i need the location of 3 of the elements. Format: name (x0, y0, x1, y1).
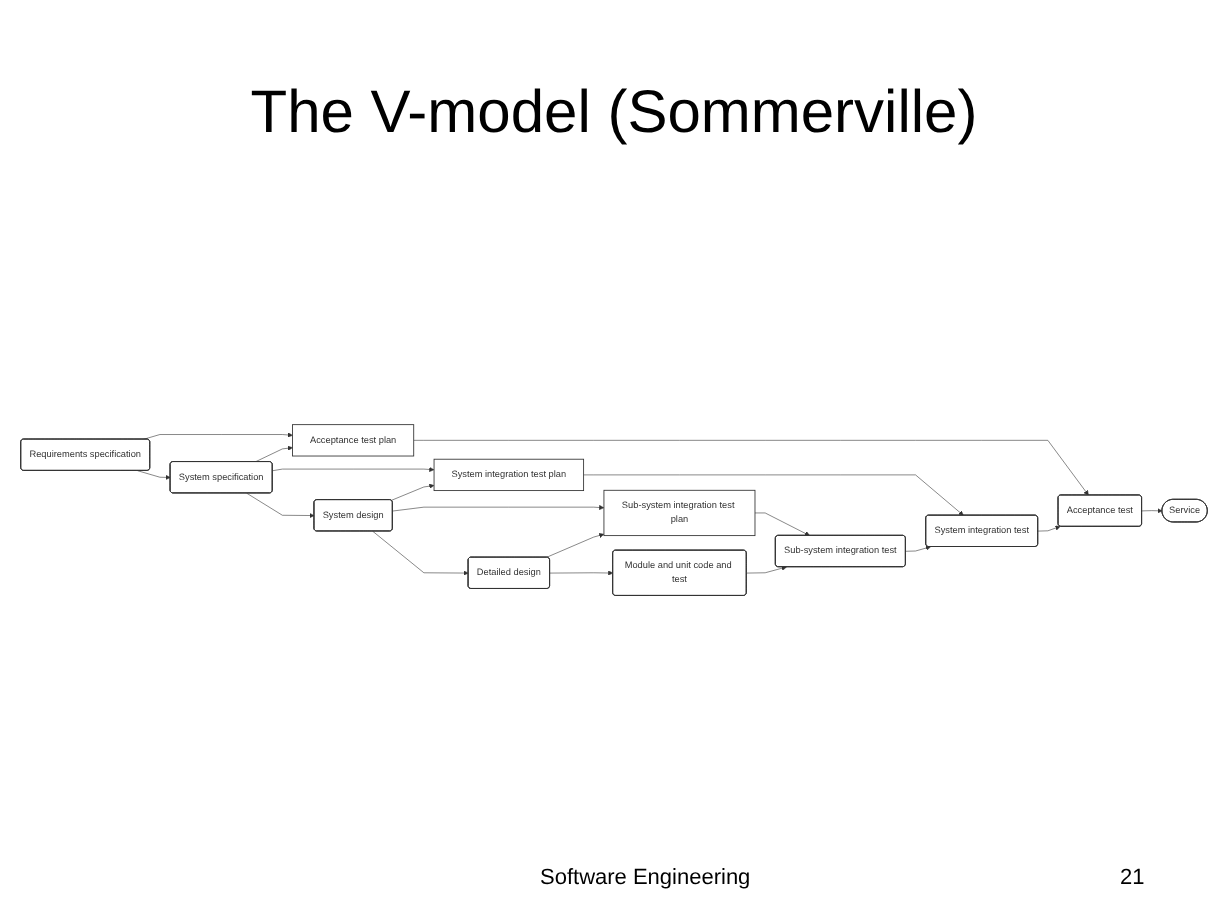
footer-text: Software Engineering (540, 866, 751, 890)
slide-title: The V-model (Sommerville) (248, 80, 980, 148)
page-number: 21 (1120, 866, 1145, 890)
